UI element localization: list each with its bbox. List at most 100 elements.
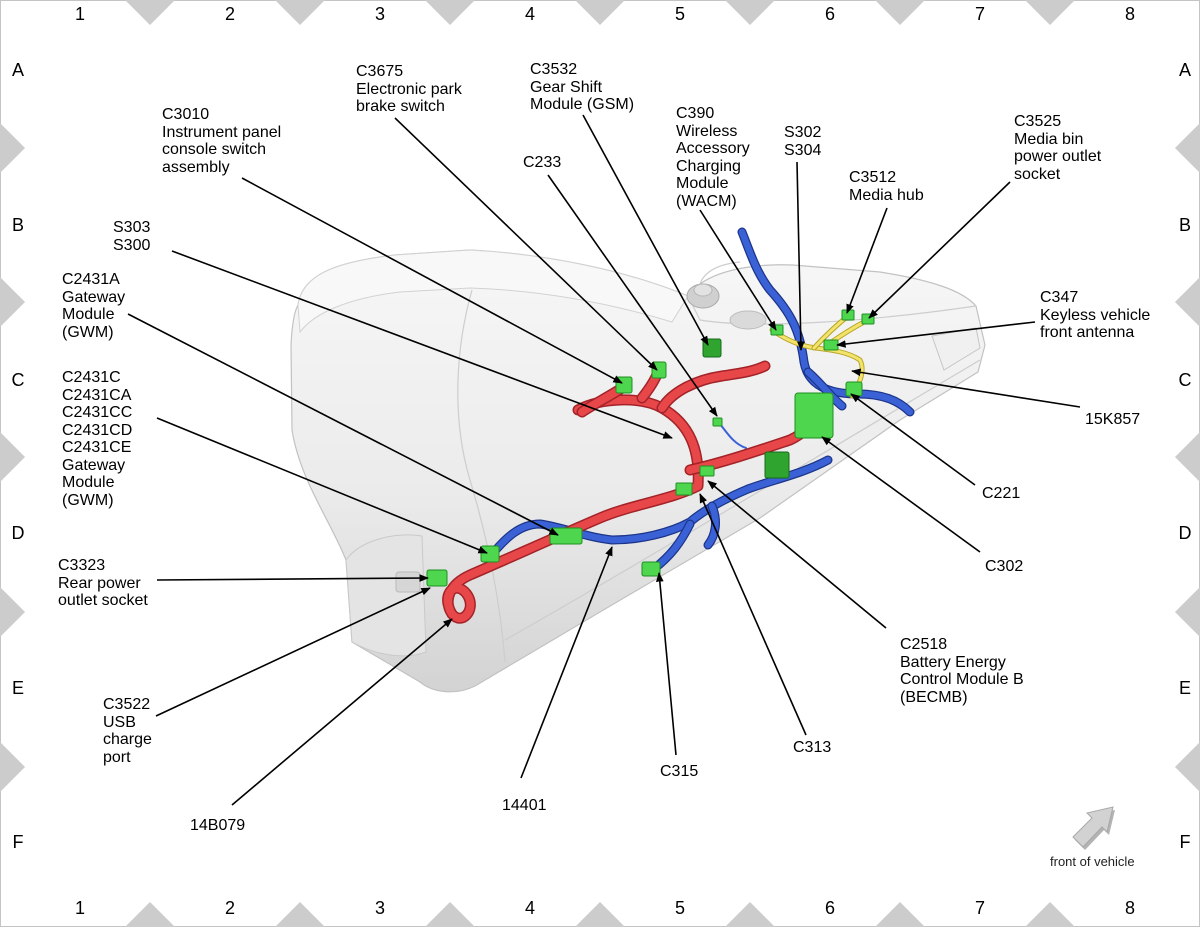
center-console — [290, 249, 986, 693]
callout-text: Instrument panel — [162, 123, 282, 141]
wire-red-branch — [658, 362, 769, 412]
rear-outlet-recess — [395, 571, 421, 593]
grid-row-label: F — [1179, 832, 1191, 852]
callout-text: console switch — [162, 141, 267, 158]
callout-c390: C390 Wireless Accessory Charging Module … — [676, 105, 750, 210]
arrow-up-right-icon — [1072, 806, 1115, 850]
media-bin — [729, 310, 767, 330]
rear-box-edge — [457, 289, 506, 663]
grid-row-label: B — [1178, 215, 1191, 235]
grid-marker-right — [1175, 432, 1200, 482]
harness-id: 14401 — [502, 797, 547, 814]
rear-lower-panel — [345, 534, 427, 657]
harness-id: 14B079 — [190, 817, 246, 834]
leader-line-c2431c — [156, 417, 488, 554]
wire-blue-front — [738, 228, 914, 416]
callout-c347: C347 Keyless vehicle front antenna — [1040, 289, 1150, 342]
callout-c3532: C3532 Gear Shift Module (GSM) — [530, 61, 634, 114]
connector-id: C2431CE — [62, 439, 132, 456]
connector-id: C2518 — [900, 636, 948, 653]
connector-c3010 — [615, 376, 633, 394]
leader-line-c315 — [655, 572, 677, 756]
callout-text: outlet socket — [58, 592, 148, 609]
callout-text: Wireless — [676, 122, 738, 140]
leader-line-c313 — [699, 493, 807, 736]
callout-c221: C221 — [982, 485, 1020, 503]
callout-c2431a: C2431A Gateway Module (GWM) — [62, 271, 125, 341]
connector-id: C3512 — [849, 169, 897, 186]
callout-text: Battery Energy — [900, 653, 1006, 671]
leader-line-s303-s300 — [171, 250, 673, 439]
splice-id: S304 — [784, 141, 822, 159]
connector-id: C3010 — [162, 106, 210, 123]
front-rim-line — [687, 295, 977, 325]
connector-id: C221 — [982, 485, 1021, 502]
grid-marker-bottom — [875, 902, 925, 927]
callout-c302: C302 — [985, 558, 1023, 576]
connector-id: C233 — [523, 154, 562, 171]
callout-text: Module — [62, 306, 115, 323]
grid-column-label: 6 — [824, 898, 835, 918]
grid-marker-top — [575, 0, 625, 25]
connector-id: C3323 — [58, 557, 106, 574]
leader-line-c3323 — [156, 574, 429, 582]
grid-column-label: 1 — [74, 898, 85, 918]
wire-blue-thin — [719, 423, 747, 449]
grid-marker-top — [275, 0, 325, 25]
callout-c315: C315 — [660, 763, 698, 781]
grid-marker-top — [725, 0, 775, 25]
grid-row-label: A — [1178, 60, 1191, 80]
callout-c3675: C3675 Electronic park brake switch — [356, 63, 462, 116]
callout-text: charge — [103, 731, 152, 748]
callout-14401: 14401 — [502, 797, 547, 815]
connector-c233 — [712, 417, 723, 427]
callout-text: power outlet — [1014, 148, 1102, 165]
grid-marker-right — [1175, 587, 1200, 637]
connectors — [426, 309, 875, 587]
connector-c347 — [823, 339, 839, 351]
grid-marker-left — [0, 742, 25, 792]
wire-blue-main — [490, 456, 832, 556]
connector-id: C2431A — [62, 271, 120, 288]
leader-line-c390 — [699, 209, 777, 331]
callout-text: Charging — [676, 157, 741, 175]
leader-line-c3512 — [846, 207, 888, 314]
grid-column-label: 2 — [224, 4, 235, 24]
callout-text: Keyless vehicle — [1040, 306, 1151, 324]
leader-line-c3010 — [241, 177, 623, 384]
grid-column-label: 4 — [524, 4, 535, 24]
callout-15k857: 15K857 — [1085, 411, 1140, 429]
connector-c302-module — [794, 392, 834, 439]
grid-marker-bottom — [275, 902, 325, 927]
grid-row-label: E — [11, 678, 24, 698]
connector-c2518 — [699, 465, 715, 477]
grid-row-label: C — [1178, 370, 1192, 390]
callout-c3525: C3525 Media bin power outlet socket — [1014, 113, 1101, 183]
callout-text: assembly — [162, 158, 230, 176]
grid-marker-right — [1175, 123, 1200, 173]
splice-id: S303 — [113, 219, 151, 236]
harness-id: 15K857 — [1085, 411, 1141, 428]
connector-c2431c — [480, 545, 500, 563]
grid-column-label: 4 — [524, 898, 535, 918]
grid-marker-right — [1175, 742, 1200, 792]
grid-marker-bottom — [125, 902, 175, 927]
callout-c313: C313 — [793, 739, 831, 757]
lower-skirt-line — [504, 359, 981, 641]
grid-row-label: D — [1178, 523, 1192, 543]
leader-line-c302 — [821, 436, 981, 553]
callout-text: Gear Shift — [530, 78, 603, 96]
connector-c2431a — [549, 527, 583, 545]
grid-marker-top — [125, 0, 175, 25]
grid-column-label: 6 — [824, 4, 835, 24]
connector-id: C2431CC — [62, 404, 133, 421]
callout-c2431c: C2431C C2431CA C2431CC C2431CD C2431CE G… — [62, 369, 132, 509]
callout-c3522: C3522 USB charge port — [103, 696, 152, 766]
leader-line-c2518 — [707, 480, 887, 629]
arrow-face — [1072, 806, 1114, 848]
connector-c3323 — [426, 569, 448, 587]
leader-line-c3522 — [155, 587, 431, 717]
callout-text: socket — [1014, 165, 1061, 183]
callout-text: (WACM) — [676, 192, 737, 210]
